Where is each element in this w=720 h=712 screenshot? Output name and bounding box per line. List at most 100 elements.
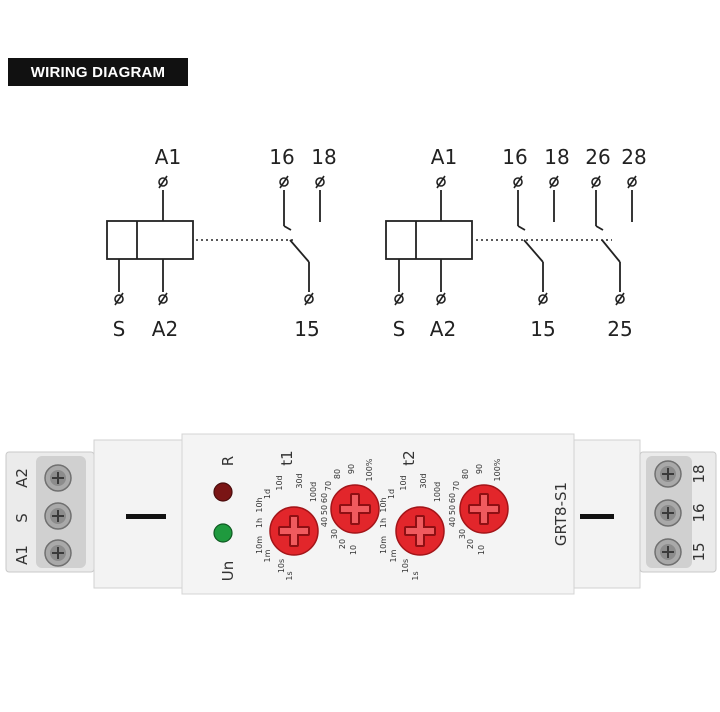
right-18-terminal-icon	[549, 175, 559, 189]
left-label-18: 18	[311, 145, 336, 169]
svg-text:1m: 1m	[389, 549, 398, 562]
svg-text:50: 50	[320, 505, 329, 515]
svg-text:1h: 1h	[379, 518, 388, 528]
right-label-18: 18	[544, 145, 569, 169]
svg-text:10: 10	[477, 545, 486, 555]
svg-text:1h: 1h	[255, 518, 264, 528]
dial-3-time-scale: 1s 10s 1m 10m 1h 10h 1d 10d 30d 100d	[379, 473, 442, 580]
right-wiring-diagram: A1 16 18 26 28 S A2 15 25	[385, 145, 647, 341]
left-label-16: 16	[269, 145, 294, 169]
svg-text:20: 20	[338, 539, 347, 549]
right-15-terminal-icon	[538, 292, 548, 306]
svg-text:80: 80	[461, 469, 470, 479]
dial-label-t2: t2	[400, 450, 418, 465]
right-16-terminal-icon	[513, 175, 523, 189]
right-label-a1: A1	[431, 145, 457, 169]
svg-text:70: 70	[324, 481, 333, 491]
device-label-a2: A2	[13, 468, 31, 488]
right-label-28: 28	[621, 145, 646, 169]
right-relay-coil	[385, 220, 473, 260]
svg-text:100%: 100%	[365, 458, 374, 481]
right-26-terminal-icon	[591, 175, 601, 189]
led-label-un: Un	[219, 561, 237, 582]
left-a1-terminal-icon	[158, 175, 168, 189]
left-16-terminal-icon	[279, 175, 289, 189]
svg-text:20: 20	[466, 539, 475, 549]
left-label-a1: A1	[155, 145, 181, 169]
svg-text:1d: 1d	[387, 489, 396, 499]
svg-text:1s: 1s	[411, 571, 420, 580]
dial-1-time-scale: 1s 10s 1m 10m 1h 10h 1d 10d 30d 100d	[255, 473, 318, 580]
left-relay-coil	[106, 220, 194, 260]
percent-knob-t2[interactable]	[459, 484, 509, 534]
svg-text:10h: 10h	[379, 497, 388, 512]
left-screw-a2-icon	[44, 464, 72, 492]
dial-label-t1: t1	[278, 450, 296, 465]
svg-text:1m: 1m	[263, 549, 272, 562]
svg-text:10m: 10m	[379, 536, 388, 554]
percent-knob-t1[interactable]	[330, 484, 380, 534]
right-screw-16-icon	[654, 499, 682, 527]
svg-text:30d: 30d	[419, 473, 428, 488]
relay-led-red	[213, 482, 233, 502]
svg-text:100%: 100%	[493, 458, 502, 481]
svg-text:10s: 10s	[277, 559, 286, 573]
device-label-s: S	[13, 513, 31, 523]
svg-text:10d: 10d	[275, 475, 284, 490]
wiring-diagram-title: WIRING DIAGRAM	[8, 58, 188, 86]
time-range-knob-t2[interactable]	[395, 506, 445, 556]
device-label-16: 16	[690, 503, 708, 522]
right-switch-contact-2	[601, 239, 621, 263]
svg-text:10s: 10s	[401, 559, 410, 573]
right-label-15: 15	[530, 317, 555, 341]
svg-text:30: 30	[330, 529, 339, 539]
svg-text:80: 80	[333, 469, 342, 479]
svg-text:90: 90	[475, 464, 484, 474]
svg-text:100d: 100d	[309, 482, 318, 502]
svg-text:1d: 1d	[263, 489, 272, 499]
led-label-r: R	[219, 456, 237, 466]
svg-text:10d: 10d	[399, 475, 408, 490]
right-28-terminal-icon	[627, 175, 637, 189]
right-25-terminal-icon	[615, 292, 625, 306]
left-label-s: S	[113, 317, 126, 341]
right-din-slot	[580, 514, 614, 519]
svg-text:1s: 1s	[285, 571, 294, 580]
time-range-knob-t1[interactable]	[269, 506, 319, 556]
svg-text:30d: 30d	[295, 473, 304, 488]
right-a2-terminal-icon	[436, 292, 446, 306]
device-label-15: 15	[690, 542, 708, 561]
left-s-terminal-icon	[114, 292, 124, 306]
power-led-green	[213, 523, 233, 543]
svg-text:30: 30	[458, 529, 467, 539]
right-label-26: 26	[585, 145, 610, 169]
right-a1-terminal-icon	[436, 175, 446, 189]
svg-text:50: 50	[448, 505, 457, 515]
left-screw-a1-icon	[44, 539, 72, 567]
left-din-slot	[126, 514, 166, 519]
right-s-terminal-icon	[394, 292, 404, 306]
left-a2-terminal-icon	[158, 292, 168, 306]
timer-relay-device: A2 S A1 18 16 15 R Un t1 t2 GRT8-S1 1s 1…	[5, 433, 717, 595]
svg-text:100d: 100d	[433, 482, 442, 502]
right-screw-15-icon	[654, 538, 682, 566]
svg-text:70: 70	[452, 481, 461, 491]
left-switch-contact	[289, 239, 310, 263]
svg-text:10: 10	[349, 545, 358, 555]
left-18-terminal-icon	[315, 175, 325, 189]
device-label-18: 18	[690, 464, 708, 483]
svg-text:10m: 10m	[255, 536, 264, 554]
svg-text:60: 60	[448, 493, 457, 503]
left-label-15: 15	[294, 317, 319, 341]
right-label-25: 25	[607, 317, 632, 341]
svg-text:60: 60	[320, 493, 329, 503]
device-label-a1: A1	[13, 545, 31, 565]
svg-text:90: 90	[347, 464, 356, 474]
left-label-a2: A2	[152, 317, 178, 341]
right-label-a2: A2	[430, 317, 456, 341]
svg-text:40: 40	[448, 517, 457, 527]
right-label-s: S	[393, 317, 406, 341]
right-screw-18-icon	[654, 460, 682, 488]
left-15-terminal-icon	[304, 292, 314, 306]
